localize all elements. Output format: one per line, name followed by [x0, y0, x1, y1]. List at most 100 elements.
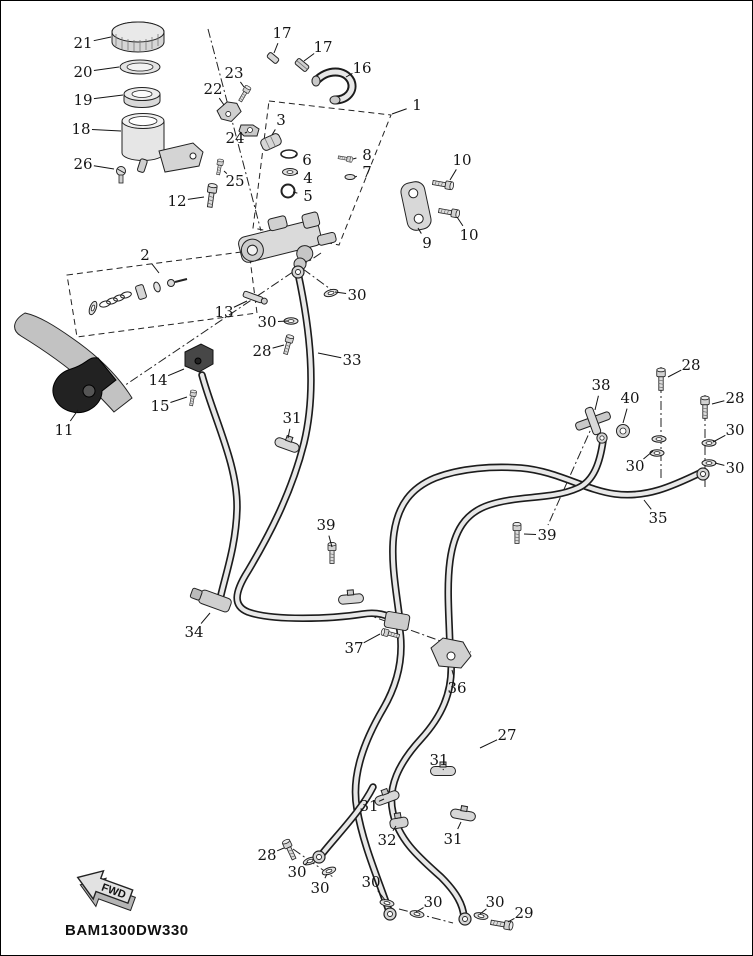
part-callout-13: 13	[214, 303, 233, 321]
brake-hoses	[202, 273, 702, 917]
leader-line	[415, 907, 424, 913]
leader-line	[223, 170, 228, 174]
part-callout-17: 17	[272, 24, 291, 42]
part-callout-39: 39	[537, 526, 556, 544]
part-callout-40: 40	[620, 389, 639, 407]
leader-line	[304, 861, 309, 865]
leader-line	[378, 798, 385, 802]
hose-clip-17a	[266, 52, 280, 64]
leader-line	[187, 196, 205, 200]
screw-23	[237, 84, 252, 104]
leader-line	[69, 409, 79, 422]
part-callout-34: 34	[184, 623, 203, 641]
part-callout-20: 20	[73, 63, 92, 81]
leader-line	[272, 344, 285, 349]
nut-7	[344, 174, 356, 180]
bolt-28	[281, 333, 295, 356]
bolt-12	[204, 182, 218, 209]
part-callout-19: 19	[73, 91, 92, 109]
caliper-eye-right	[458, 912, 472, 926]
screw-25	[214, 158, 225, 176]
part-callout-30: 30	[725, 459, 744, 477]
part-callout-10: 10	[459, 226, 478, 244]
leader-line	[345, 72, 353, 78]
clamp-24	[238, 124, 260, 137]
part-callout-29: 29	[514, 904, 533, 922]
part-callout-24: 24	[225, 129, 244, 147]
part-callout-30: 30	[485, 893, 504, 911]
leader-line	[714, 462, 725, 466]
part-callout-26: 26	[73, 155, 92, 173]
upper-small-parts	[204, 52, 356, 209]
part-callout-21: 21	[73, 34, 92, 52]
leader-line	[328, 535, 333, 548]
washer-30	[701, 439, 717, 447]
washer-30	[651, 435, 667, 443]
leader-line	[200, 612, 211, 624]
part-callout-11: 11	[54, 421, 73, 439]
master-cylinder-body	[238, 211, 337, 263]
union-bracket-36	[430, 637, 472, 669]
cap-plate	[119, 59, 161, 75]
washer-30	[649, 449, 665, 457]
screw-15	[187, 389, 198, 407]
part-callout-30: 30	[361, 873, 380, 891]
leader-line	[91, 129, 122, 132]
handlebar-clamp-assembly	[400, 178, 461, 231]
hose-joint-34	[189, 587, 232, 613]
leader-line	[167, 368, 185, 377]
elbow-hose-16	[311, 72, 352, 105]
part-callout-28: 28	[725, 389, 744, 407]
part-callout-31: 31	[282, 409, 301, 427]
leader-line	[317, 352, 342, 359]
part-callout-33: 33	[342, 351, 361, 369]
brake-hose-27-right	[391, 661, 464, 917]
leader-line	[334, 291, 347, 295]
banjo-bolt-29	[489, 917, 515, 931]
leader-line	[294, 154, 298, 157]
bolt-39b	[512, 522, 522, 544]
part-callout-28: 28	[257, 846, 276, 864]
part-callout-31: 31	[443, 830, 462, 848]
part-callout-4: 4	[303, 169, 313, 187]
master-cylinder-assembly	[87, 211, 337, 317]
diagram-code: BAM1300DW330	[65, 922, 189, 939]
part-callout-1: 1	[412, 96, 422, 114]
dashed-box-2	[66, 250, 258, 338]
leader-line	[303, 53, 315, 62]
part-callout-30: 30	[625, 457, 644, 475]
part-callout-16: 16	[352, 59, 371, 77]
leader-line	[523, 533, 537, 536]
bolt-10b	[437, 206, 461, 219]
part-callout-39: 39	[316, 516, 335, 534]
part-callout-15: 15	[150, 397, 169, 415]
leader-line	[391, 108, 407, 115]
leader-line	[239, 81, 245, 88]
bracket-14	[184, 343, 214, 373]
bolt-28-right-a	[656, 367, 666, 391]
leader-line	[594, 395, 599, 411]
leader-line	[271, 129, 276, 136]
leader-line	[392, 825, 397, 832]
part-callout-30: 30	[423, 893, 442, 911]
part-callout-38: 38	[591, 376, 610, 394]
clamp-bracket-9	[400, 181, 432, 231]
part-callout-32: 32	[377, 831, 396, 849]
leader-line	[233, 300, 248, 308]
part-callout-37: 37	[344, 639, 363, 657]
clamp-31a	[273, 431, 303, 455]
part-callout-22: 22	[203, 80, 222, 98]
switch-bracket-assembly	[184, 343, 214, 407]
leader-line	[712, 434, 726, 443]
part-callout-14: 14	[148, 371, 167, 389]
part-callout-35: 35	[648, 509, 667, 527]
hose-fittings	[189, 265, 717, 931]
part-callout-10: 10	[452, 151, 471, 169]
hose-35-end-eye	[696, 467, 710, 481]
leader-line	[456, 216, 464, 227]
reservoir-assembly	[111, 21, 204, 184]
banjo-eye-top	[291, 265, 305, 279]
